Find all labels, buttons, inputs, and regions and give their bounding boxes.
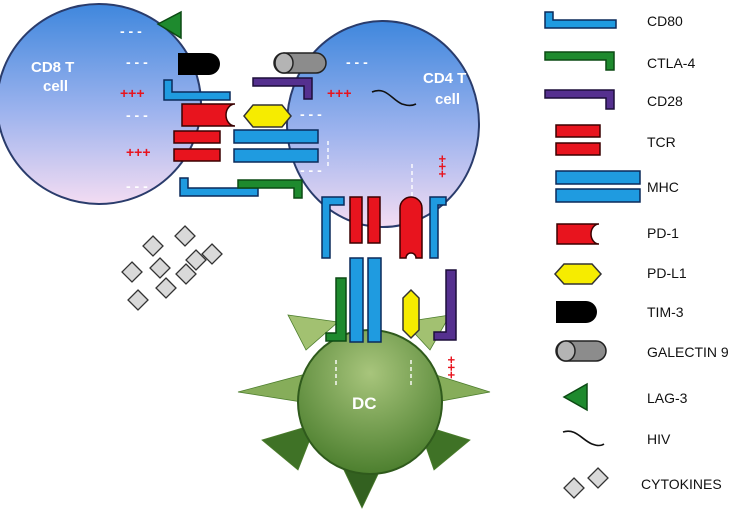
dc-cell-label: DC — [352, 394, 377, 413]
positive-charges: +++ +++ +++ +++ +++ — [120, 85, 459, 379]
cd28-receptor-icon — [544, 89, 615, 110]
negative-mark: - - - — [126, 54, 148, 70]
cd80-receptor — [429, 196, 447, 259]
positive-mark: +++ — [327, 85, 352, 101]
ctla4-receptor-vertical — [325, 277, 347, 342]
negative-mark: - - - — [300, 106, 322, 122]
tcr-icon — [555, 124, 601, 156]
tcr-receptor-vertical — [349, 196, 381, 244]
cd8-cell-label-line2: cell — [43, 78, 68, 95]
legend-label: PD-L1 — [647, 265, 687, 281]
legend-label: HIV — [647, 431, 671, 447]
pd1-receptor-vertical — [399, 196, 423, 259]
hiv-icon — [371, 89, 417, 107]
tim3-icon — [178, 53, 220, 75]
ctla4-receptor-icon — [544, 51, 615, 71]
cytokines-icon — [563, 467, 609, 499]
cd4-t-cell — [286, 20, 480, 228]
pdl1-icon — [553, 263, 603, 285]
positive-mark-vertical: +++ — [435, 155, 450, 178]
legend-label: LAG-3 — [647, 390, 688, 406]
tcr-icon — [173, 130, 221, 162]
cytokine-icon — [175, 263, 197, 285]
cd80-receptor — [321, 196, 345, 259]
legend-label: CD80 — [647, 13, 683, 29]
negative-mark: - - - — [126, 178, 148, 194]
cd4-cell-label-line2: cell — [435, 91, 460, 108]
positive-mark: +++ — [120, 85, 145, 101]
cytokines-cluster — [121, 225, 223, 311]
positive-mark: +++ — [126, 144, 151, 160]
cd8-cell-label-line1: CD8 T — [31, 59, 74, 76]
cd8-t-cell — [0, 3, 202, 205]
cd28-receptor — [252, 77, 313, 100]
galectin9-icon — [555, 340, 607, 362]
negative-mark: - - - — [126, 107, 148, 123]
cytokine-icon — [121, 261, 143, 283]
galectin9-icon — [273, 52, 327, 74]
dc-spike — [237, 374, 303, 403]
mhc-icon — [233, 129, 319, 163]
mhc-receptor-vertical — [349, 257, 382, 343]
pdl1-ligand-vertical — [402, 288, 420, 340]
negative-mark: - - - — [346, 54, 368, 70]
dc-spike — [435, 374, 491, 403]
negative-mark: - - - — [120, 23, 142, 39]
legend-label: CD28 — [647, 93, 683, 109]
pd1-receptor — [181, 103, 236, 127]
cd4-cell-label-line1: CD4 T — [423, 70, 466, 87]
legend-label: PD-1 — [647, 225, 679, 241]
cytokine-icon — [201, 243, 223, 265]
cytokine-icon — [185, 249, 207, 271]
dc-spike — [261, 423, 317, 471]
cd80-receptor-icon — [544, 11, 617, 29]
legend-label: GALECTIN 9 — [647, 344, 729, 360]
cytokine-icon — [174, 225, 196, 247]
cd80-receptor — [163, 79, 231, 101]
dc-spikes — [237, 314, 491, 509]
ctla4-receptor — [237, 179, 303, 199]
hiv-icon — [562, 430, 605, 447]
cytokine-icon — [127, 289, 149, 311]
cytokine-icon — [149, 257, 171, 279]
negative-mark: - - - — [300, 162, 322, 178]
legend-label: MHC — [647, 179, 679, 195]
legend-label: CTLA-4 — [647, 55, 695, 71]
dc-spike — [287, 314, 339, 351]
dashed-lines — [327, 141, 413, 386]
pd1-icon — [556, 223, 600, 245]
lag3-icon — [156, 10, 182, 40]
lag3-icon — [562, 382, 588, 412]
positive-mark-vertical: +++ — [444, 356, 459, 379]
tim3-icon — [556, 301, 597, 323]
legend: CD80 CTLA-4 CD28 TCR MHC PD-1 PD-L1 TIM-… — [544, 11, 729, 499]
legend-label: TIM-3 — [647, 304, 684, 320]
cytokine-icon — [155, 277, 177, 299]
negative-charges: - - - - - - - - - - - - - - - - - - - - … — [120, 23, 368, 194]
mhc-icon — [555, 170, 641, 203]
pdl1-ligand — [243, 104, 292, 128]
legend-label: TCR — [647, 134, 676, 150]
legend-label: CYTOKINES — [641, 476, 722, 492]
cd28-receptor-vertical — [433, 269, 457, 341]
cytokine-icon — [142, 235, 164, 257]
